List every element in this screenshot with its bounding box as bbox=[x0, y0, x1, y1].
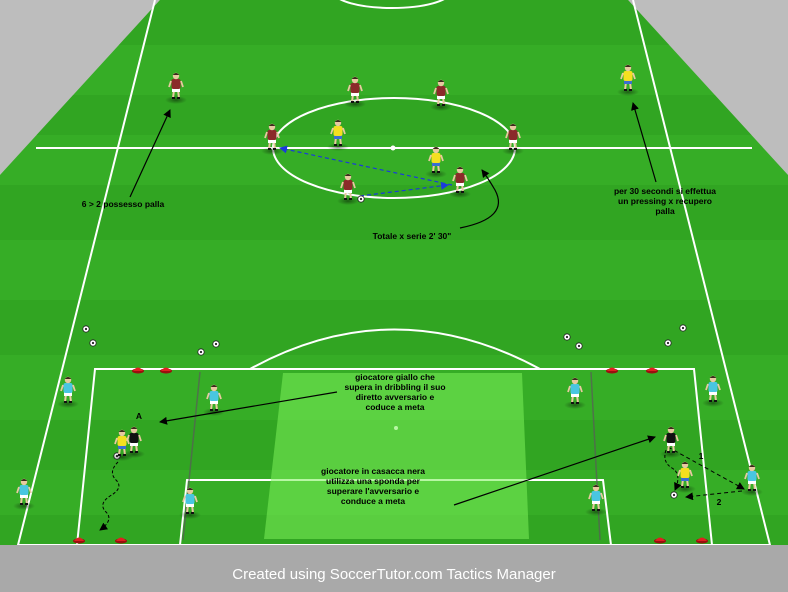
player-figure bbox=[617, 64, 639, 96]
arrow-black-player bbox=[453, 435, 656, 506]
note-pressing-line-3: palla bbox=[655, 206, 675, 216]
central-zone bbox=[264, 373, 529, 539]
training-cone-icon bbox=[160, 367, 172, 374]
note-yellow-line-1: giocatore giallo che bbox=[355, 372, 435, 382]
player-figure bbox=[123, 426, 145, 458]
note-yellow-line-3: diretto avversario e bbox=[355, 392, 435, 402]
note-black-line-3: superare l'avversario e bbox=[326, 486, 420, 496]
pass-arrow-1 bbox=[279, 145, 453, 186]
football-ball-icon bbox=[82, 325, 90, 333]
player-figure bbox=[430, 79, 452, 111]
note-pressing-line-2: un pressing x recupero bbox=[618, 196, 712, 206]
note-pressing: per 30 secondi si effettua un pressing x… bbox=[600, 186, 730, 216]
football-ball-icon bbox=[89, 339, 97, 347]
player-figure bbox=[261, 123, 283, 155]
football-ball-icon bbox=[197, 348, 205, 356]
training-cone-icon bbox=[115, 537, 127, 544]
arrow-pressing bbox=[631, 102, 657, 183]
player-figure bbox=[179, 487, 201, 519]
center-spot bbox=[390, 145, 396, 151]
note-total-time: Totale x serie 2' 30" bbox=[372, 231, 452, 241]
player-figure bbox=[502, 123, 524, 155]
note-black-player: giocatore in casacca nera utilizza una s… bbox=[298, 466, 448, 506]
label-2: 2 bbox=[716, 497, 722, 507]
player-figure bbox=[674, 461, 696, 493]
pass-2-return bbox=[685, 490, 743, 501]
football-ball-icon bbox=[563, 333, 571, 341]
grass-stripe bbox=[36, 95, 752, 135]
player-figure bbox=[564, 377, 586, 409]
player-figure bbox=[741, 464, 763, 496]
training-cone-icon bbox=[646, 367, 658, 374]
label-1: 1 bbox=[698, 451, 704, 461]
player-figure bbox=[585, 484, 607, 516]
training-cone-icon bbox=[696, 537, 708, 544]
player-figure bbox=[344, 76, 366, 108]
training-cone-icon bbox=[132, 367, 144, 374]
player-figure bbox=[425, 146, 447, 178]
football-ball-icon bbox=[575, 342, 583, 350]
player-figure bbox=[327, 119, 349, 151]
pass-arrow-2 bbox=[359, 181, 449, 197]
grass-stripe bbox=[0, 185, 788, 240]
football-ball-icon bbox=[212, 340, 220, 348]
players bbox=[13, 64, 763, 519]
note-yellow-line-4: coduce a meta bbox=[365, 402, 425, 412]
player-figure bbox=[203, 384, 225, 416]
player-figure bbox=[165, 72, 187, 104]
cones bbox=[73, 367, 708, 544]
note-possession: 6 > 2 possesso palla bbox=[81, 199, 165, 209]
arrow-total-time bbox=[459, 169, 500, 229]
grass-stripe bbox=[0, 300, 788, 355]
football-ball-icon bbox=[357, 195, 365, 203]
training-cone-icon bbox=[606, 367, 618, 374]
player-figure bbox=[449, 166, 471, 198]
penalty-arc bbox=[249, 328, 541, 370]
player-figure bbox=[13, 478, 35, 510]
note-pressing-line-1: per 30 secondi si effettua bbox=[613, 186, 717, 196]
football-ball-icon bbox=[679, 324, 687, 332]
note-yellow-player: giocatore giallo che supera in dribbling… bbox=[325, 372, 465, 412]
football-ball-icon bbox=[664, 339, 672, 347]
player-figure bbox=[702, 375, 724, 407]
dribble-path bbox=[99, 461, 120, 531]
top-box-arc bbox=[339, 0, 445, 9]
arrow-yellow-player bbox=[159, 391, 338, 425]
label-a: A bbox=[135, 411, 143, 421]
player-figure bbox=[57, 376, 79, 408]
note-black-line-1: giocatore in casacca nera bbox=[321, 466, 425, 476]
footer-bar bbox=[0, 545, 788, 592]
arrow-possession bbox=[129, 109, 171, 198]
player-figure bbox=[337, 173, 359, 205]
grass-stripe bbox=[118, 0, 670, 45]
training-cone-icon bbox=[73, 537, 85, 544]
training-cone-icon bbox=[654, 537, 666, 544]
footer-credit: Created using SoccerTutor.com Tactics Ma… bbox=[232, 566, 556, 583]
note-black-line-4: conduce a meta bbox=[340, 496, 406, 506]
player-figure bbox=[660, 426, 682, 458]
note-black-line-2: utilizza una sponda per bbox=[326, 476, 420, 486]
penalty-box bbox=[76, 368, 713, 546]
football-ball-icon bbox=[670, 491, 678, 499]
note-yellow-line-2: supera in dribbling il suo bbox=[344, 382, 446, 392]
